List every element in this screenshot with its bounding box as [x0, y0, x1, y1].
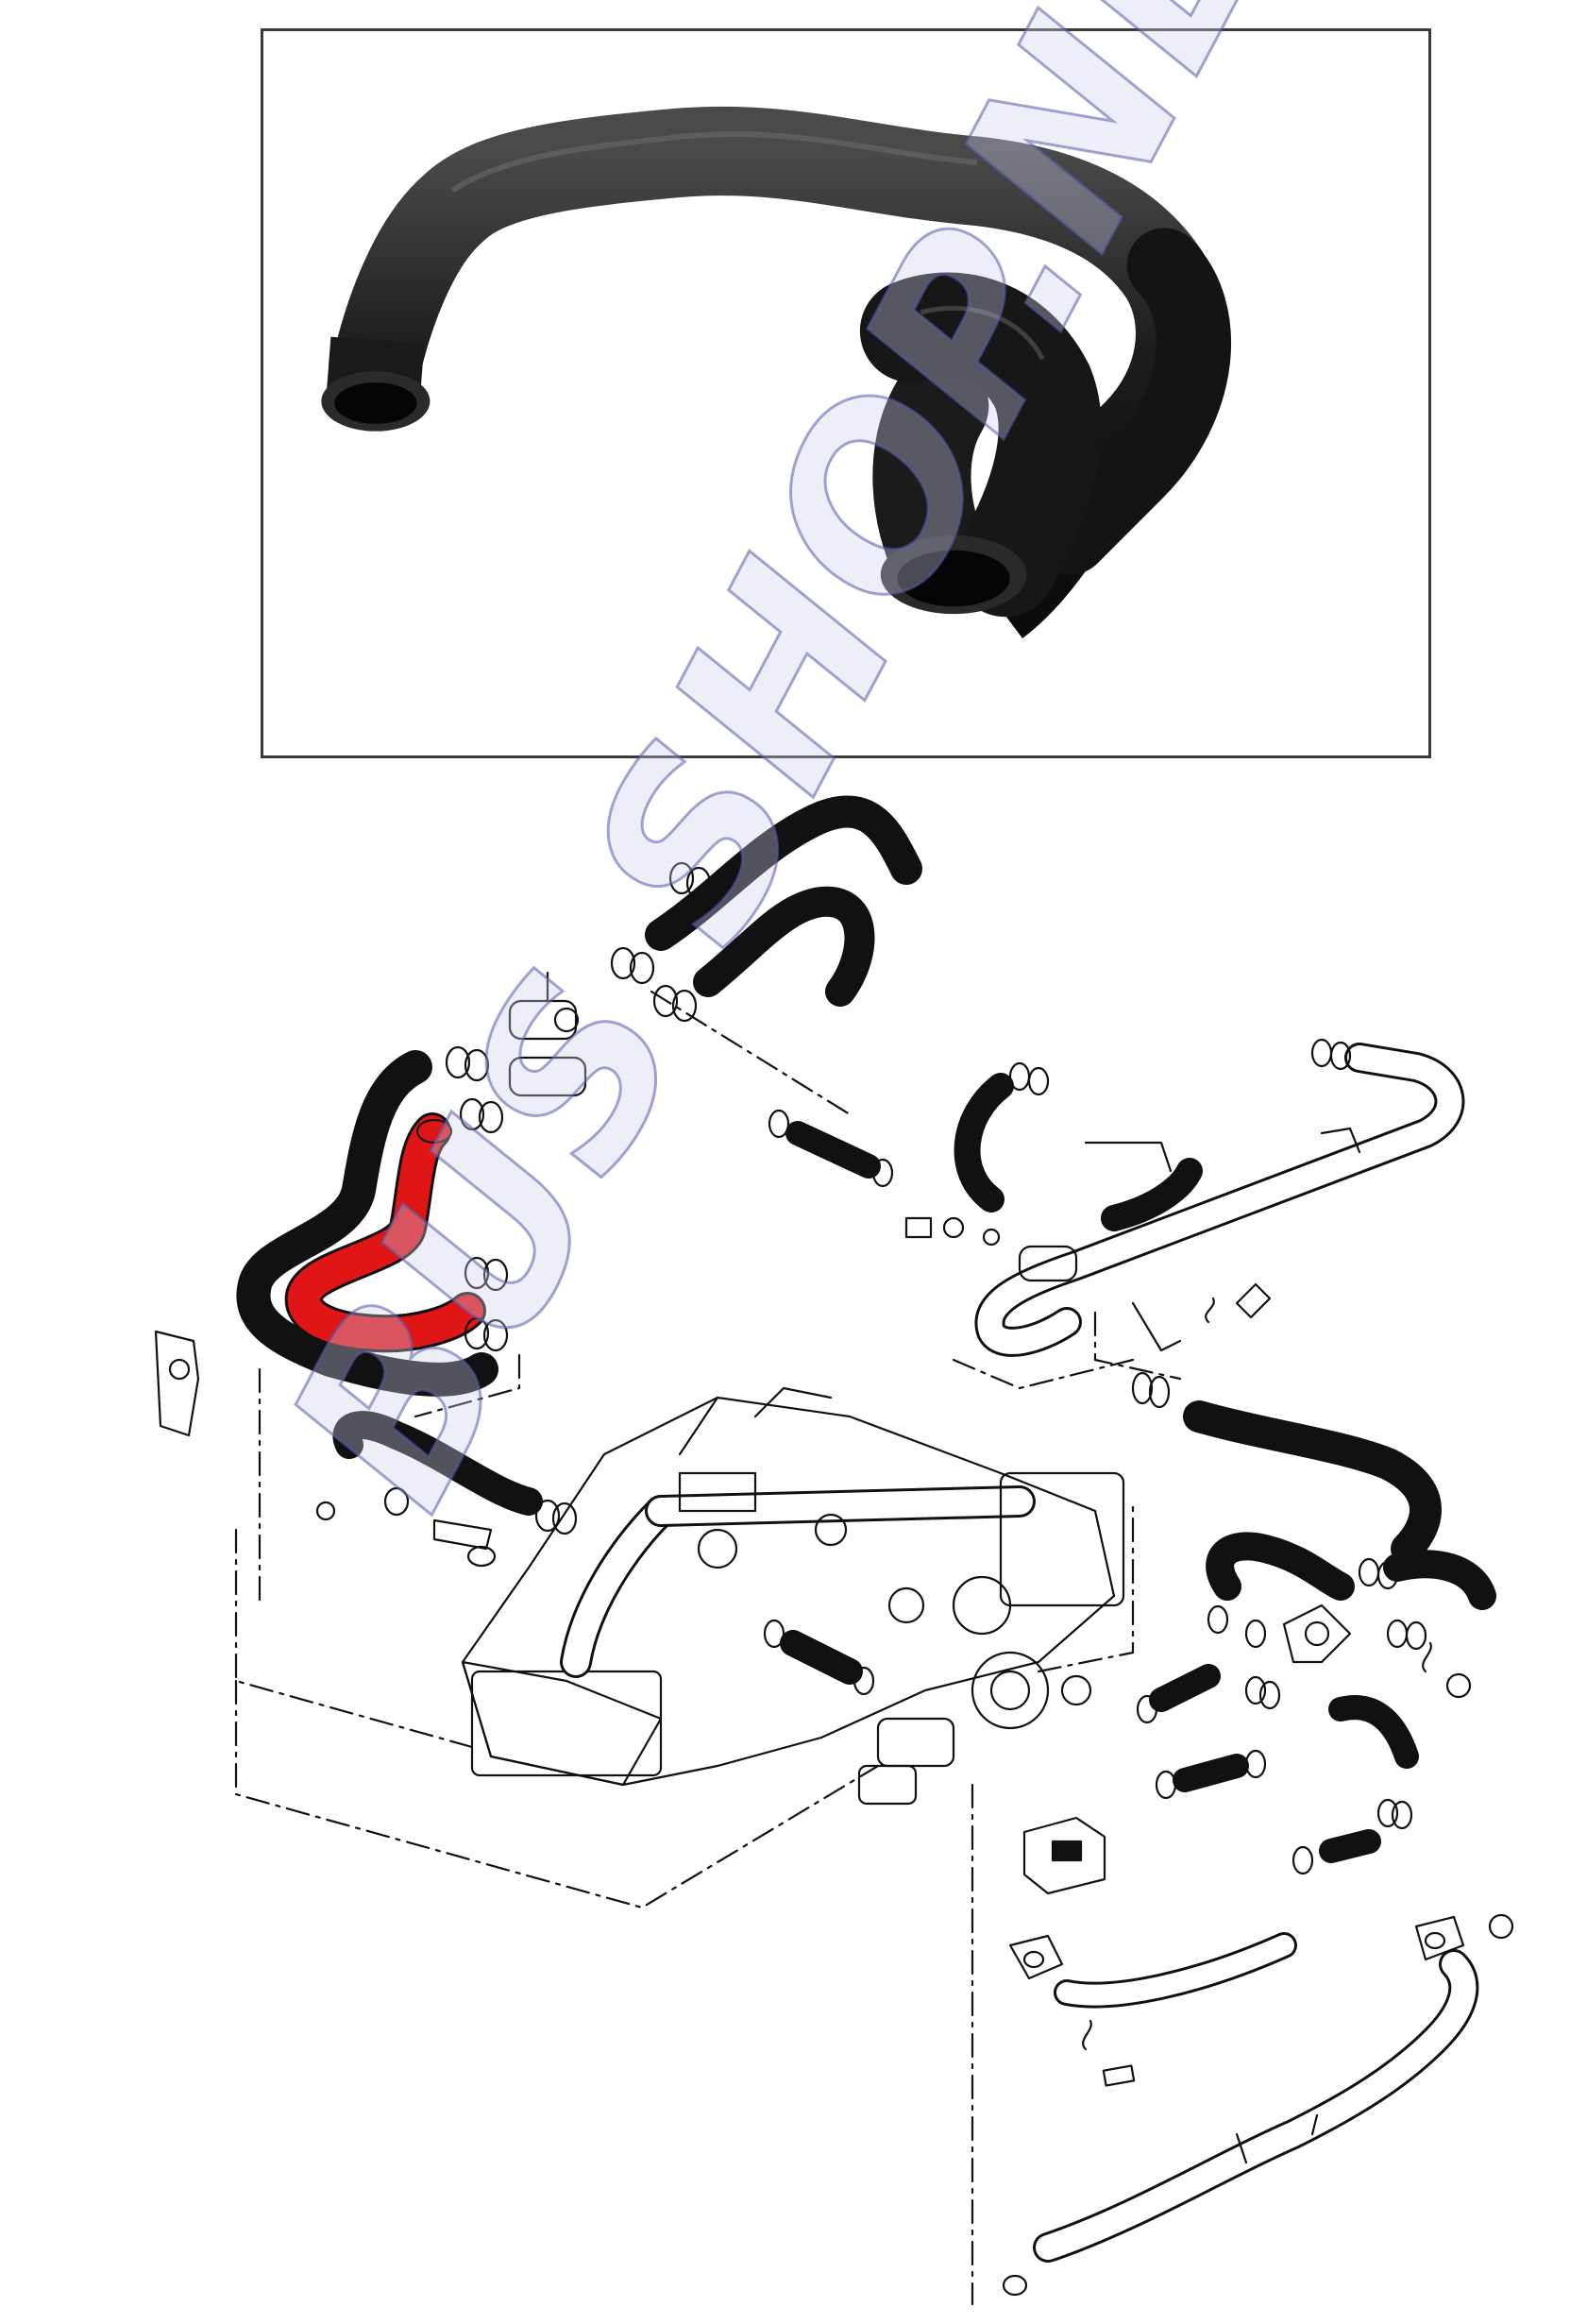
lower-left-hose: [315, 1411, 578, 1568]
mounting-bracket-left: [154, 1330, 200, 1437]
hose-clamps-left: [464, 1256, 509, 1352]
cooling-system-exploded-diagram: [0, 774, 1587, 2324]
hose-rear-bend: [1033, 228, 1232, 575]
hose-right-section: [872, 356, 989, 605]
hose-clamps-top: [445, 861, 712, 1134]
left-return-hose: [236, 1050, 498, 1397]
hose-right-opening: [897, 550, 1010, 607]
lower-radiator-hose-right: [1131, 1371, 1442, 1565]
hose-photo: [321, 106, 1232, 638]
hose-left-opening: [334, 382, 417, 424]
oil-cooler: [1022, 1816, 1106, 1895]
highlighted-coolant-hose: [284, 1112, 486, 1353]
thermostat-housing: [857, 1674, 1092, 1806]
long-bottom-coolant-pipe: [1002, 1913, 1514, 2297]
coolant-valve-fitting: [508, 971, 587, 1097]
bypass-hoses: [1136, 1619, 1472, 1875]
engine-block: [461, 1386, 1125, 1787]
metal-coolant-pipe-upper: [974, 1038, 1465, 1357]
right-middle-hoses: [1206, 1532, 1496, 1664]
upper-radiator-hose: [645, 795, 922, 1007]
temperature-sensor: [904, 1216, 1272, 1324]
product-photo-frame: [261, 28, 1431, 758]
upper-right-hoses: [768, 1061, 1203, 1231]
engine-coolant-pipe: [763, 1619, 875, 1696]
flow-lines: [234, 990, 1182, 2306]
metal-coolant-pipe-lower: [1008, 1932, 1297, 2087]
